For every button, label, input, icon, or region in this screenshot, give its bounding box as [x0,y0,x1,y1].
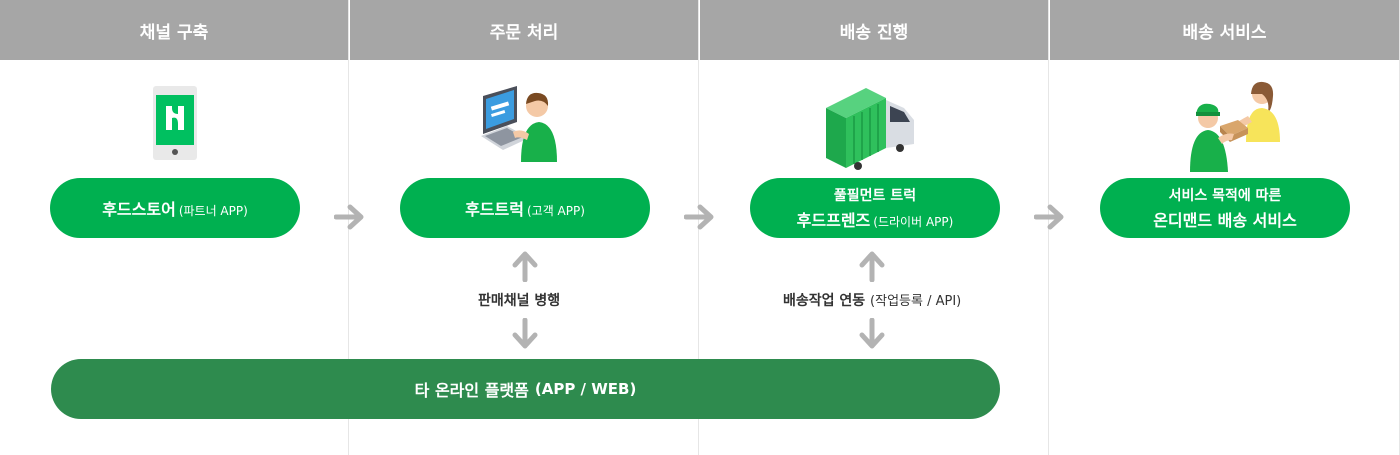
pill-title: 후드프렌즈 [796,211,871,230]
other-platform-bar: 타 온라인 플랫폼 (APP / WEB) [51,359,1000,419]
pill-title: 온디맨드 배송 서비스 [1153,211,1297,230]
arrow-right-icon [1034,204,1064,230]
column-header: 주문 처리 [350,0,698,60]
pill-caption: 서비스 목적에 따른 [1168,188,1282,204]
link-subtitle: (작업등록 / API) [870,294,962,309]
pill-subtitle: (드라이버 APP) [873,215,954,229]
pill-subtitle: (고객 APP) [526,204,585,218]
link-title: 배송작업 연동 [783,293,866,309]
on-demand-service-pill: 서비스 목적에 따른 온디맨드 배송 서비스 [1100,178,1350,238]
arrow-right-icon [684,204,714,230]
computer-user-icon [481,86,557,162]
bar-subtitle: (APP / WEB) [534,380,637,398]
column-header: 배송 서비스 [1050,0,1399,60]
link-title: 판매채널 병행 [478,293,561,309]
delivery-handover-icon [1190,81,1280,172]
column-channel: 채널 구축 [0,0,349,455]
arrow-up-icon [859,251,885,282]
hood-friends-pill: 풀필먼트 트럭 후드프렌즈 (드라이버 APP) [750,178,1000,238]
arrow-up-icon [512,251,538,282]
column-header: 채널 구축 [0,0,348,60]
arrow-down-icon [859,318,885,349]
arrow-right-icon [334,204,364,230]
pill-title: 후드트럭 [465,200,524,219]
delivery-link-label: 배송작업 연동 (작업등록 / API) [783,290,961,310]
phone-app-icon [153,86,197,160]
arrow-down-icon [512,318,538,349]
pill-caption: 풀필먼트 트럭 [833,188,917,204]
sales-channel-label: 판매채널 병행 [478,290,560,310]
hood-truck-pill: 후드트럭 (고객 APP) [400,178,650,238]
pill-title: 후드스토어 [102,200,176,219]
pill-subtitle: (파트너 APP) [178,204,248,218]
column-header: 배송 진행 [700,0,1048,60]
column-service: 배송 서비스 [1050,0,1400,455]
bar-title: 타 온라인 플랫폼 [414,381,529,400]
truck-icon [826,88,914,170]
hood-store-pill: 후드스토어 (파트너 APP) [50,178,300,238]
